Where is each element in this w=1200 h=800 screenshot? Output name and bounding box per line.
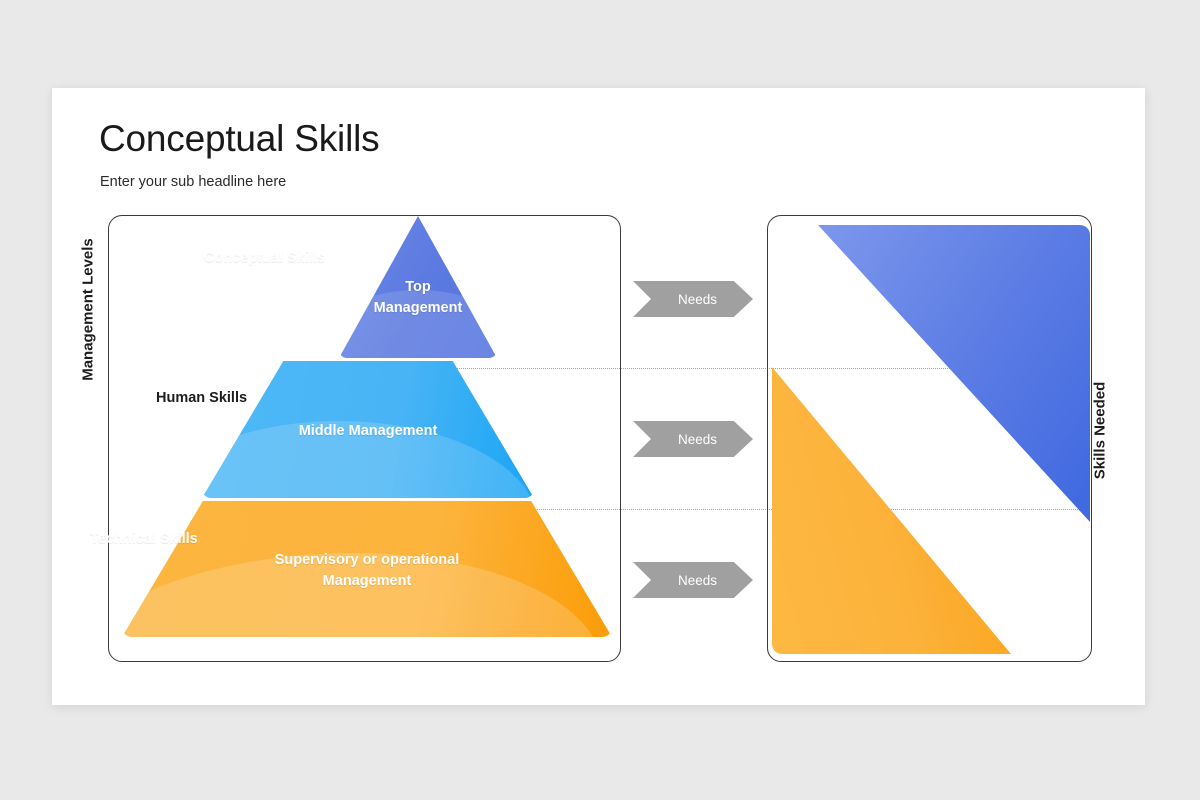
management-levels-panel [108, 215, 621, 662]
needs-arrow-top[interactable]: Needs [633, 281, 753, 317]
needs-arrow-bottom[interactable]: Needs [633, 562, 753, 598]
human-skills-label: Human Skills [156, 390, 248, 406]
management-levels-axis-label: Management Levels [79, 238, 97, 381]
pyramid-tier-middle-wave-overlay [202, 361, 534, 498]
divider-line-top [367, 368, 1082, 369]
technical-skills-triangle[interactable] [772, 367, 1011, 654]
pyramid-tier-bottom-wave-overlay [122, 501, 612, 637]
skills-needed-panel [767, 215, 1092, 662]
slide-canvas: Conceptual Skills Enter your sub headlin… [52, 88, 1145, 705]
pyramid-tier-top-wave-overlay [339, 216, 497, 358]
needs-arrow-middle[interactable]: Needs [633, 421, 753, 457]
divider-line-bottom [367, 509, 1082, 510]
pyramid-tier-bottom-shape [122, 501, 612, 637]
page-title: Conceptual Skills [99, 118, 380, 159]
technical-skills-label: Technical Skills [90, 531, 198, 547]
skills-diagram [768, 216, 1091, 661]
needs-arrow-top-label: Needs [677, 291, 718, 307]
skills-needed-axis-label: Skills Needed [1091, 381, 1109, 480]
pyramid-tier-middle[interactable]: Middle Management [202, 361, 534, 498]
needs-arrow-middle-label: Needs [677, 431, 718, 447]
needs-arrow-bottom-label: Needs [677, 572, 718, 588]
page-subtitle: Enter your sub headline here [100, 174, 287, 190]
conceptual-skills-label: Conceptual Skills [204, 250, 325, 266]
